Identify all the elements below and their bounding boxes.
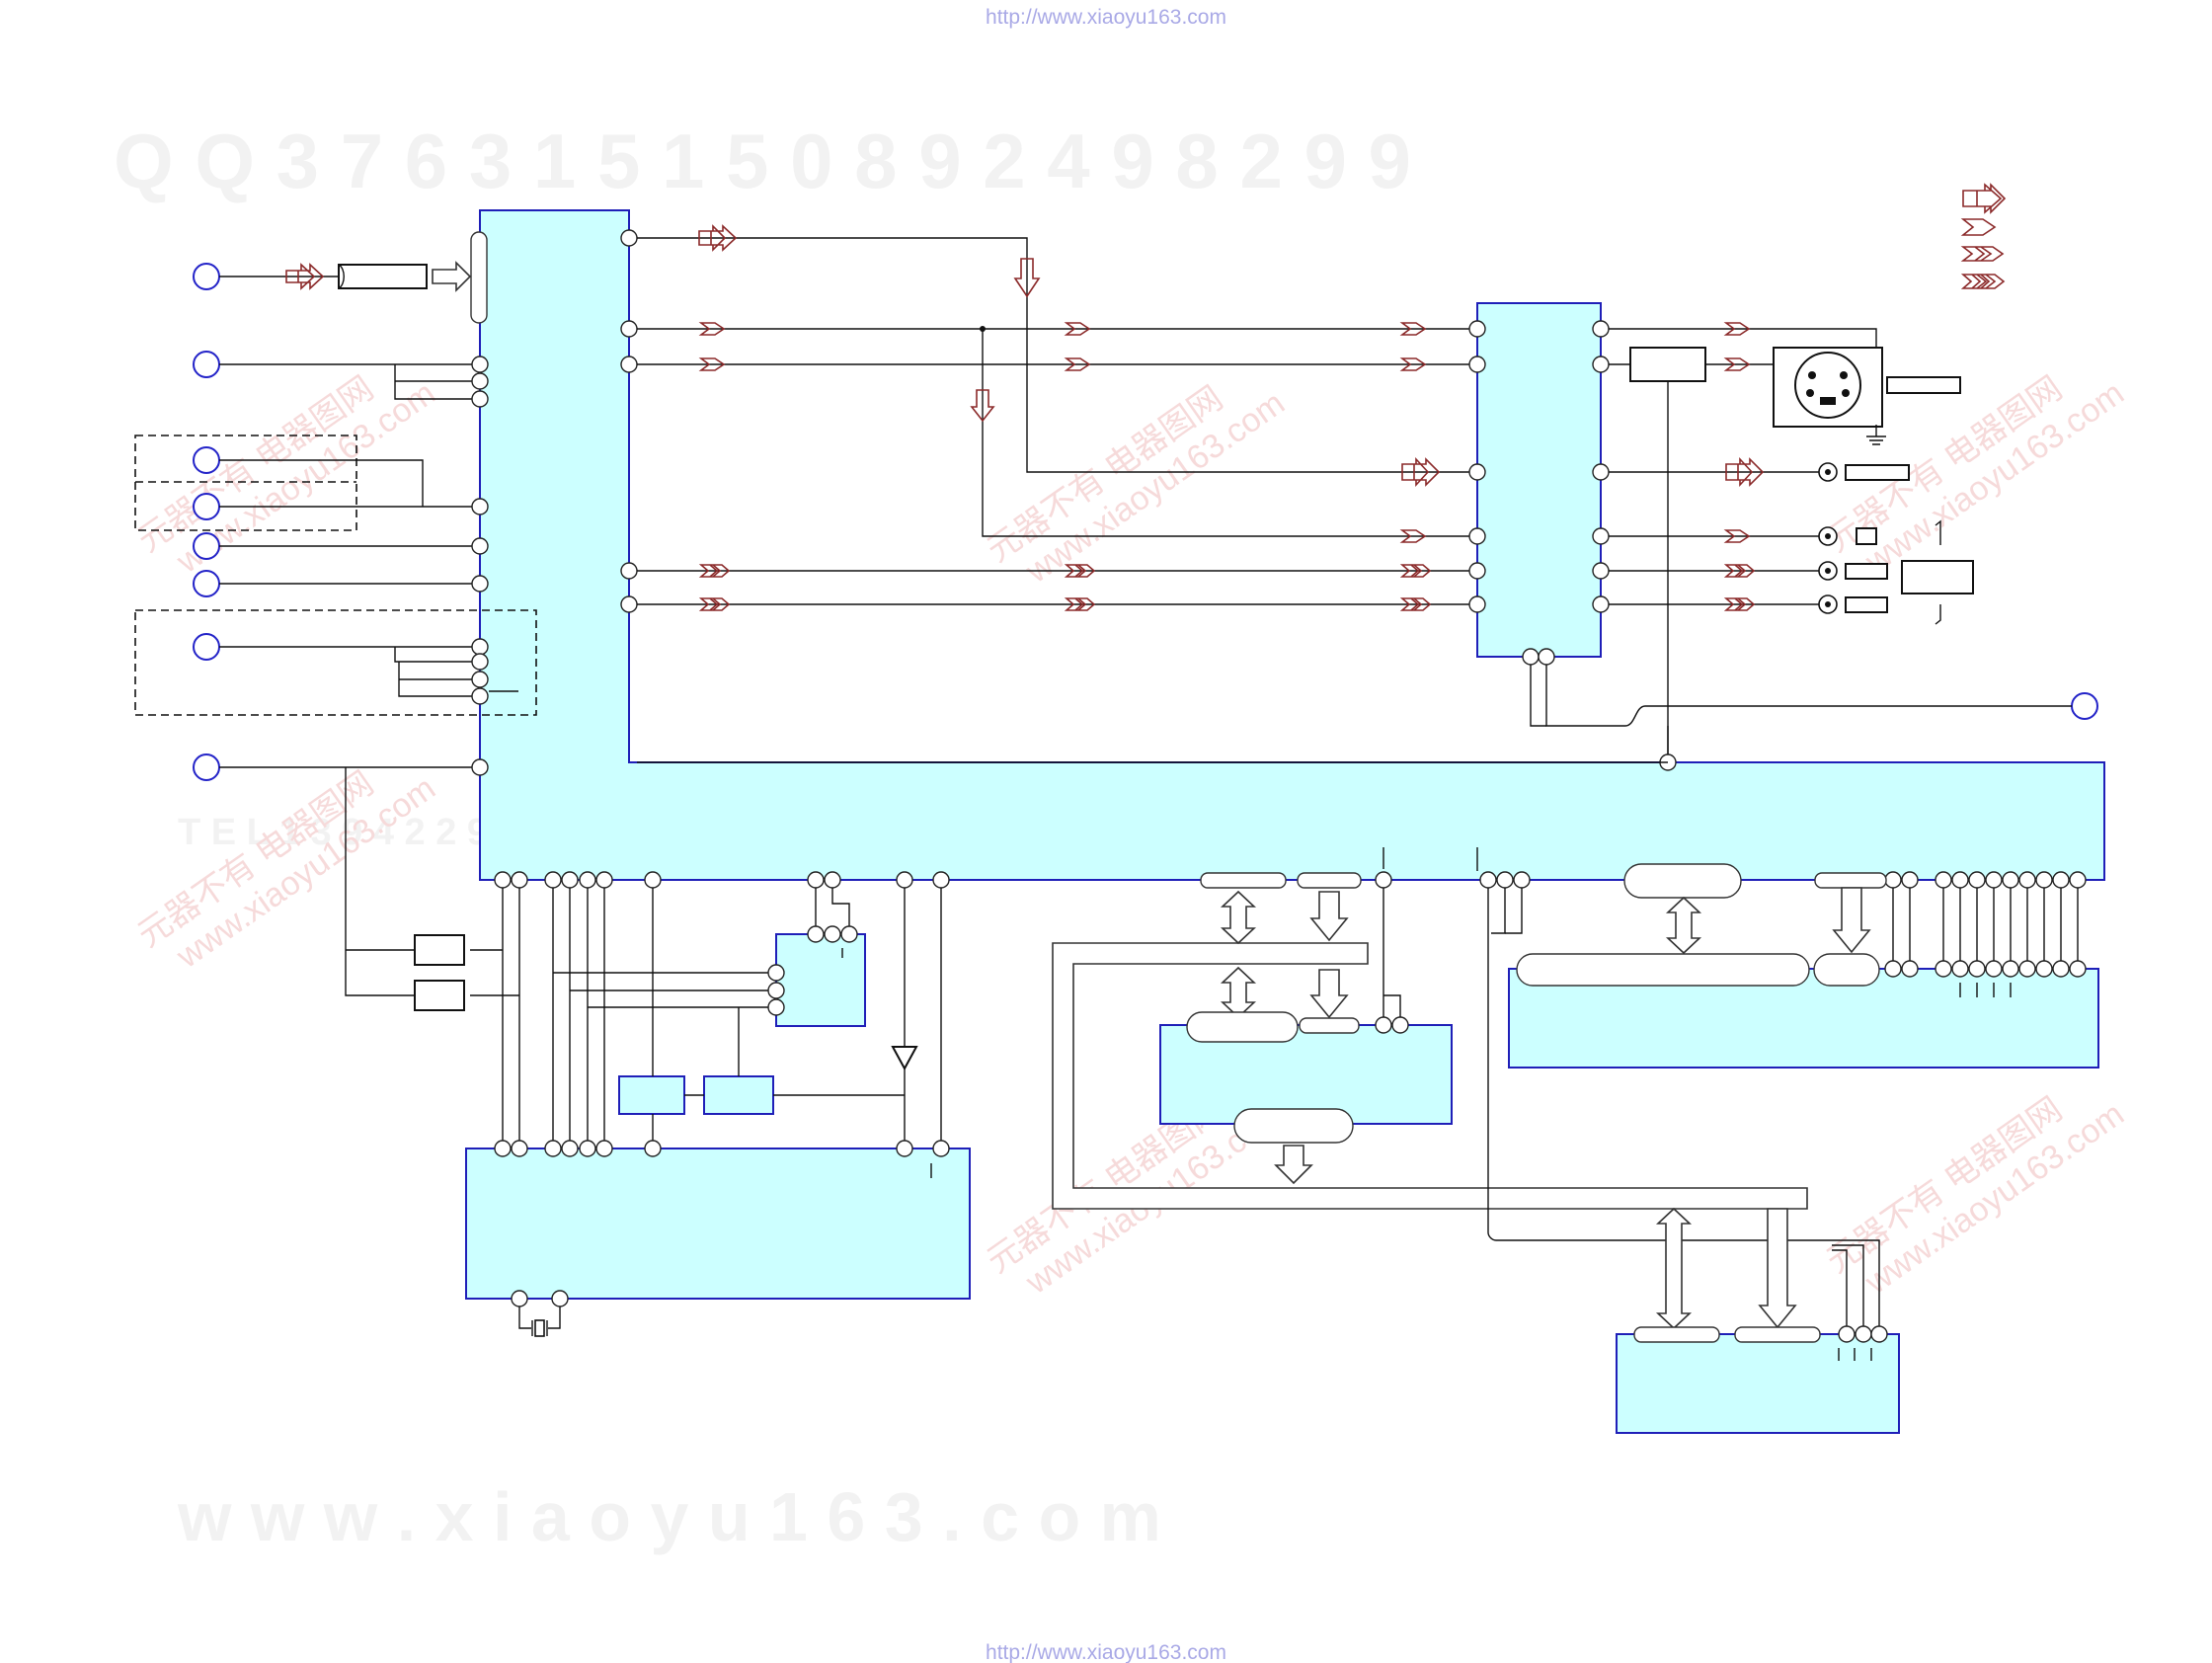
legend-arrow-2 <box>1960 218 1997 236</box>
bottom-right-block <box>1616 1333 1900 1434</box>
input-jack-3[interactable] <box>193 446 220 474</box>
output-wiring <box>637 237 1469 605</box>
dashed-group-2 <box>134 609 537 716</box>
av-output-side <box>637 322 2072 771</box>
small-box-2 <box>414 980 465 1011</box>
input-jack-right[interactable] <box>2071 692 2098 720</box>
memory-bus <box>1052 847 1808 1210</box>
av-output-ic <box>1476 302 1602 658</box>
left-input-jacks <box>193 263 2098 781</box>
input-jack-2[interactable] <box>193 351 220 378</box>
input-jack-1[interactable] <box>193 263 220 290</box>
lower-left-top-pins <box>494 1140 950 1307</box>
watermark-url: w w w . x i a o y u 1 6 3 . c o m <box>177 1478 1161 1555</box>
small-ic-block <box>775 933 866 1027</box>
data-bus <box>1052 942 1808 1210</box>
watermark-qq: Q Q 3 7 6 3 1 5 1 5 0 8 9 2 4 9 8 2 9 9 <box>114 118 1411 204</box>
footer-url[interactable]: http://www.xiaoyu163.com <box>986 1641 1226 1663</box>
input-jack-6[interactable] <box>193 570 220 597</box>
signal-arrow-input <box>285 263 325 290</box>
legend-arrow-3 <box>1960 246 2005 262</box>
legend-arrows <box>1960 183 2007 289</box>
svideo-label-box <box>1886 376 1961 394</box>
main-processor-block <box>479 209 2105 881</box>
video-label-box <box>1845 464 1910 481</box>
legend-arrow-1 <box>1962 183 2007 214</box>
small-box-1 <box>414 934 465 966</box>
lower-left-wiring <box>470 888 942 1178</box>
legend-arrow-4 <box>1960 274 2006 289</box>
input-jack-5[interactable] <box>193 532 220 560</box>
bus-arrow-input <box>432 261 472 292</box>
mid-block-1 <box>618 1075 685 1115</box>
small-ic-pins <box>767 925 858 1016</box>
main-output-pins <box>620 229 638 613</box>
left-wiring <box>219 276 518 996</box>
main-left-pins <box>471 356 489 776</box>
right-lower-wiring <box>1487 887 2087 1326</box>
svideo-driver-box <box>1629 347 1706 382</box>
lower-left-block <box>465 1148 971 1300</box>
input-jack-8[interactable] <box>193 753 220 781</box>
input-buffer-box <box>338 264 428 289</box>
header-url[interactable]: http://www.xiaoyu163.com <box>986 6 1226 29</box>
dashed-group-1 <box>134 435 357 531</box>
buffer-amp-icon <box>891 1046 918 1071</box>
input-jack-7[interactable] <box>193 633 220 661</box>
main-bottom-pins <box>494 863 2087 899</box>
mid-block-2 <box>703 1075 774 1115</box>
input-jack-4[interactable] <box>193 493 220 520</box>
watermark-stamp-6: 元器不有 电器图网 www.xiaoyu163.com <box>1820 1090 2131 1302</box>
crystal-oscillator <box>518 1307 561 1337</box>
main-input-port <box>470 231 488 324</box>
signal-arrows <box>698 224 1441 611</box>
bottom-right-wiring <box>1633 1207 1888 1361</box>
